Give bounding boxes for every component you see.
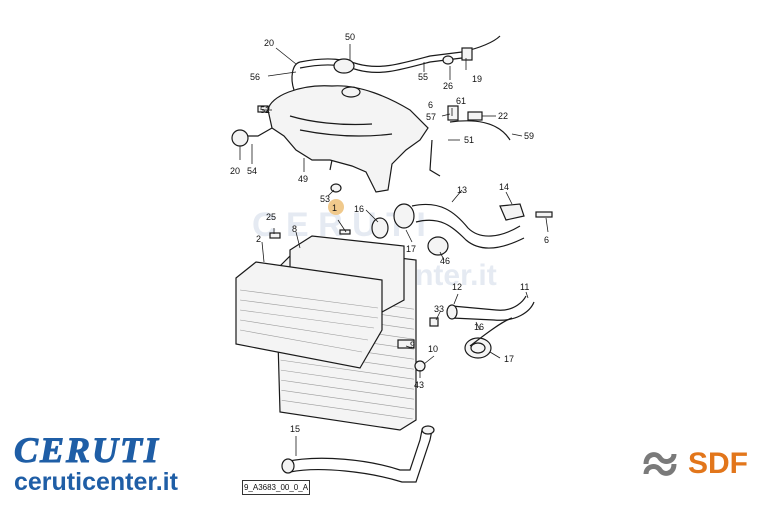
callout-54: 54: [247, 166, 257, 176]
clamp-17b: [464, 337, 492, 359]
clamp-50: [333, 58, 355, 74]
callout-8: 8: [292, 224, 297, 234]
callout-15: 15: [290, 424, 300, 434]
callout-labels: 20 50 56 55 26 19 52 6 61 57 22 59 51 20…: [230, 32, 549, 434]
ceruti-wordmark: CERUTI: [14, 430, 161, 470]
drawing-code-label: 9_A3683_00_0_A: [242, 480, 310, 495]
callout-20: 20: [264, 38, 274, 48]
callout-12: 12: [452, 282, 462, 292]
callout-11: 11: [520, 282, 529, 292]
callout-17: 17: [406, 244, 416, 254]
callout-49: 49: [298, 174, 308, 184]
callout-33: 33: [434, 304, 444, 314]
callout-17b: 17: [504, 354, 514, 364]
highlight-marker: [328, 199, 344, 215]
callout-1: 1: [332, 203, 337, 213]
ceruti-url: ceruticenter.it: [14, 468, 178, 496]
callout-56: 56: [250, 72, 260, 82]
callout-2: 2: [256, 234, 261, 244]
sdf-logo: SDF: [638, 442, 748, 486]
callout-16: 16: [354, 204, 364, 214]
sdf-wordmark: SDF: [688, 447, 748, 480]
overflow-hose: [291, 35, 501, 91]
callout-6b: 6: [544, 235, 549, 245]
callout-26: 26: [443, 81, 453, 91]
callout-9: 9: [410, 340, 415, 350]
gasket-46: [427, 236, 449, 256]
lower-hose: [446, 295, 535, 359]
sdf-emblem-icon: [643, 452, 677, 476]
callout-46: 46: [440, 256, 450, 266]
callout-22: 22: [498, 111, 508, 121]
callout-55: 55: [418, 72, 428, 82]
radiator: [235, 199, 435, 483]
expansion-tank: [246, 85, 429, 193]
callout-13: 13: [457, 185, 467, 195]
callout-16b: 16: [474, 322, 484, 332]
filler-cap: [341, 86, 361, 98]
callout-20b: 20: [230, 166, 240, 176]
callout-14: 14: [499, 182, 509, 192]
callout-59: 59: [524, 131, 534, 141]
callout-51: 51: [464, 135, 474, 145]
callout-53: 53: [320, 194, 330, 204]
callout-50: 50: [345, 32, 355, 42]
vent-pipe: [429, 105, 511, 177]
callout-43: 43: [414, 380, 424, 390]
upper-hose: [371, 203, 553, 256]
callout-57: 57: [426, 112, 436, 122]
callout-6: 6: [428, 100, 433, 110]
callout-25: 25: [266, 212, 276, 222]
ceruti-logo: CERUTI ceruticenter.it: [14, 430, 178, 497]
callout-19: 19: [472, 74, 482, 84]
callout-61: 61: [456, 96, 466, 106]
callout-10: 10: [428, 344, 438, 354]
clamp-14: [499, 203, 525, 221]
callout-52: 52: [260, 105, 270, 115]
leader-lines: [239, 44, 549, 456]
